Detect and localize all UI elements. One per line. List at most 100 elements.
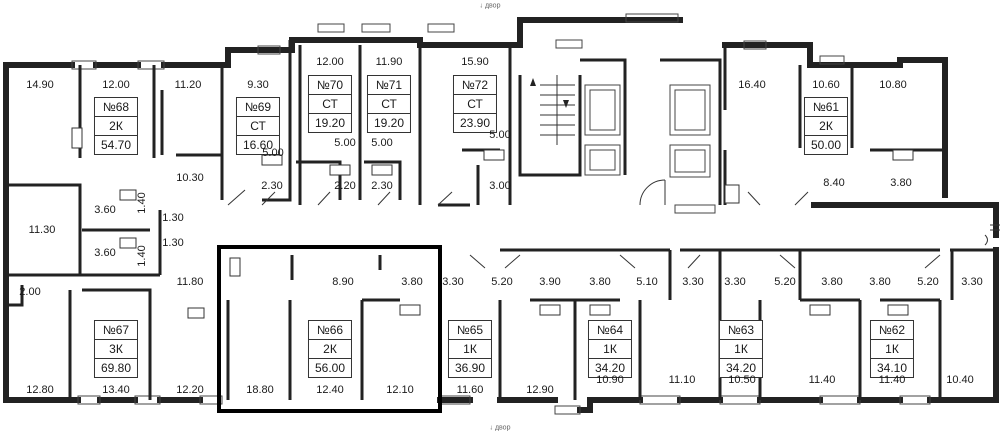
apartment-type: 3К xyxy=(94,339,138,358)
apartment-number: №61 xyxy=(812,100,840,114)
room-area: 1.30 xyxy=(162,212,184,224)
apartment-area: 56.00 xyxy=(308,358,352,377)
doors xyxy=(227,189,941,269)
apartment-area: 16.60 xyxy=(236,135,280,154)
room-area: 5.00 xyxy=(262,147,284,159)
apartment-66[interactable]: №66 2К 56.00 xyxy=(307,320,353,378)
apartment-type: 2К xyxy=(308,339,352,358)
highlighted-apartment-outline xyxy=(217,245,442,413)
apartment-type: СТ xyxy=(367,94,411,113)
apartment-area: 34.20 xyxy=(588,358,632,377)
apartment-area: 69.80 xyxy=(94,358,138,377)
apartment-area: 34.20 xyxy=(719,358,763,377)
room-area: 2.30 xyxy=(371,180,393,192)
apartment-type: 2К xyxy=(804,116,848,135)
apartment-area: 34.10 xyxy=(870,358,914,377)
apartment-number: №63 xyxy=(727,323,755,337)
room-area: 11.90 xyxy=(375,56,403,68)
apartment-62[interactable]: №62 1К 34.10 xyxy=(869,320,915,378)
apartment-area: 50.00 xyxy=(804,135,848,154)
room-area: 18.80 xyxy=(246,384,274,396)
room-area: 1.40 xyxy=(136,245,148,267)
room-area: 5.00 xyxy=(371,137,393,149)
outer-walls xyxy=(3,17,999,413)
apartment-type: СТ xyxy=(453,94,497,113)
room-area: 1.40 xyxy=(136,192,148,214)
room-area: 10.60 xyxy=(812,79,840,91)
room-area: 12.40 xyxy=(316,384,344,396)
apartment-type: СТ xyxy=(236,116,280,135)
apartment-72[interactable]: №72 СТ 23.90 xyxy=(452,75,498,133)
room-area: 16.40 xyxy=(738,79,766,91)
room-area: 11.40 xyxy=(878,374,906,386)
room-area: 12.20 xyxy=(176,384,204,396)
apartment-64[interactable]: №64 1К 34.20 xyxy=(587,320,633,378)
room-area: 2.30 xyxy=(261,180,283,192)
room-area: 3.30 xyxy=(682,276,704,288)
room-area: 3.00 xyxy=(489,180,511,192)
room-area: 13.40 xyxy=(102,384,130,396)
apartment-type: 2К xyxy=(94,116,138,135)
entrance-label-top: ↓ двор xyxy=(479,2,501,10)
apartment-area: 19.20 xyxy=(367,113,411,132)
apartment-number: №68 xyxy=(102,100,130,114)
apartment-area: 54.70 xyxy=(94,135,138,154)
room-area: 11.40 xyxy=(808,374,836,386)
apartment-70[interactable]: №70 СТ 19.20 xyxy=(307,75,353,133)
apartment-type: 1К xyxy=(588,339,632,358)
room-area: 11.20 xyxy=(174,79,202,91)
apartment-71[interactable]: №71 СТ 19.20 xyxy=(366,75,412,133)
apartment-number: №67 xyxy=(102,323,130,337)
room-area: 12.10 xyxy=(386,384,414,396)
apartment-65[interactable]: №65 1К 36.90 xyxy=(447,320,493,378)
stair-lift-core xyxy=(530,75,740,214)
room-area: 12.90 xyxy=(526,384,554,396)
room-area: 5.00 xyxy=(334,137,356,149)
apartment-number: №69 xyxy=(244,100,272,114)
room-area: 2.20 xyxy=(334,180,356,192)
interior-walls xyxy=(6,40,996,400)
apartment-61[interactable]: №61 2К 50.00 xyxy=(803,97,849,155)
room-area: 11.30 xyxy=(28,224,56,236)
apartment-number: №65 xyxy=(456,323,484,337)
room-area: 3.80 xyxy=(869,276,891,288)
room-area: 10.80 xyxy=(879,79,907,91)
room-area: 15.90 xyxy=(461,56,489,68)
apartment-67[interactable]: №67 3К 69.80 xyxy=(93,320,139,378)
room-area: 9.30 xyxy=(247,79,269,91)
room-area: 11.60 xyxy=(456,384,484,396)
room-area: 5.20 xyxy=(491,276,513,288)
apartment-68[interactable]: №68 2К 54.70 xyxy=(93,97,139,155)
apartment-type: 1К xyxy=(448,339,492,358)
apartment-area: 23.90 xyxy=(453,113,497,132)
room-area: 12.00 xyxy=(102,79,130,91)
apartment-type: 1К xyxy=(719,339,763,358)
corridor-end xyxy=(984,224,1000,246)
apartment-area: 36.90 xyxy=(448,358,492,377)
room-area: 8.40 xyxy=(823,177,845,189)
room-area: 12.80 xyxy=(26,384,54,396)
apartment-number: №64 xyxy=(596,323,624,337)
room-area: 5.00 xyxy=(489,129,511,141)
room-area: 3.60 xyxy=(94,204,116,216)
room-area: 8.90 xyxy=(332,276,354,288)
entrance-label-bottom: ↓ двор xyxy=(489,424,511,432)
room-area: 3.80 xyxy=(821,276,843,288)
apartment-69[interactable]: №69 СТ 16.60 xyxy=(235,97,281,155)
room-area: 3.30 xyxy=(961,276,983,288)
room-area: 5.20 xyxy=(774,276,796,288)
apartment-number: №70 xyxy=(316,78,344,92)
room-area: 3.80 xyxy=(589,276,611,288)
room-area: 11.80 xyxy=(176,276,204,288)
apartment-number: №66 xyxy=(316,323,344,337)
room-area: 2.00 xyxy=(19,286,41,298)
apartment-number: №62 xyxy=(878,323,906,337)
apartment-63[interactable]: №63 1К 34.20 xyxy=(718,320,764,378)
room-area: 1.30 xyxy=(162,237,184,249)
room-area: 5.10 xyxy=(636,276,658,288)
apartment-number: №72 xyxy=(461,78,489,92)
room-area: 5.20 xyxy=(917,276,939,288)
room-area: 3.30 xyxy=(724,276,746,288)
room-area: 3.90 xyxy=(539,276,561,288)
